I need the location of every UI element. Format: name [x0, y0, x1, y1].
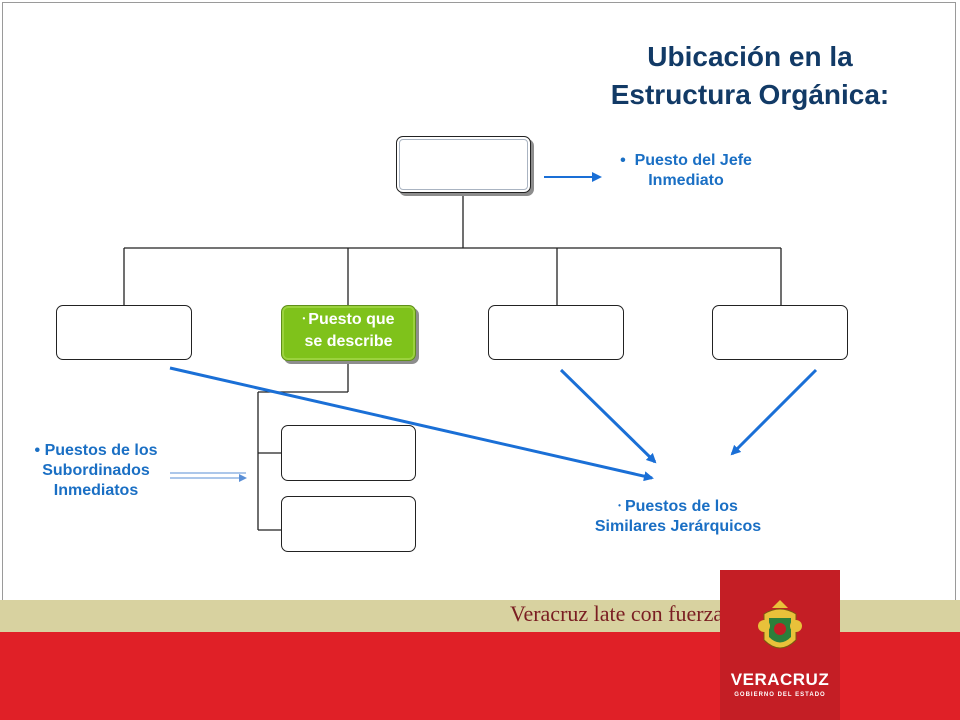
peers-label-line-1: Puestos de los	[624, 498, 738, 515]
government-logo: VERACRUZ GOBIERNO DEL ESTADO	[720, 570, 840, 720]
subordinates-label: • Puestos de los Subordinados Inmediatos	[14, 441, 178, 501]
boss-box	[396, 136, 531, 193]
title-line-2: Estructura Orgánica:	[610, 79, 890, 110]
arrow-peer-left	[169, 366, 654, 482]
peer-box-4	[712, 305, 848, 360]
arrow-peer-right	[730, 368, 818, 456]
subordinate-arrow	[170, 472, 247, 482]
veracruz-coat-of-arms-icon	[758, 600, 802, 649]
boss-label: • Puesto del Jefe Inmediato	[596, 151, 776, 191]
peers-label: •Puestos de los Similares Jerárquicos	[560, 496, 796, 537]
subordinates-label-line-3: Inmediatos	[53, 482, 139, 499]
logo-name: VERACRUZ	[730, 670, 830, 689]
footer-slogan: Veracruz late con fuerza	[510, 601, 724, 626]
title-line-1: Ubicación en la	[647, 41, 853, 72]
selected-position-box: •Puesto que se describe	[281, 305, 416, 361]
arrow-peer-mid	[559, 368, 657, 464]
peers-label-line-2: Similares Jerárquicos	[594, 518, 762, 535]
boss-label-line-1: Puesto del Jefe	[634, 152, 752, 169]
subordinates-label-line-2: Subordinados	[42, 462, 150, 479]
selected-line-2: se describe	[304, 333, 393, 350]
subordinate-box-2	[281, 496, 416, 552]
org-connectors	[123, 193, 782, 531]
peer-box-3	[488, 305, 624, 360]
subordinate-box-1	[281, 425, 416, 481]
subordinates-label-line-1: Puestos de los	[44, 442, 158, 459]
slide-title: Ubicación en la Estructura Orgánica:	[560, 38, 940, 114]
pointer-arrows	[169, 172, 818, 482]
logo-subtitle: GOBIERNO DEL ESTADO	[734, 692, 826, 698]
selected-line-1: Puesto que	[308, 311, 395, 328]
peer-box-1	[56, 305, 192, 360]
boss-label-line-2: Inmediato	[648, 172, 724, 189]
